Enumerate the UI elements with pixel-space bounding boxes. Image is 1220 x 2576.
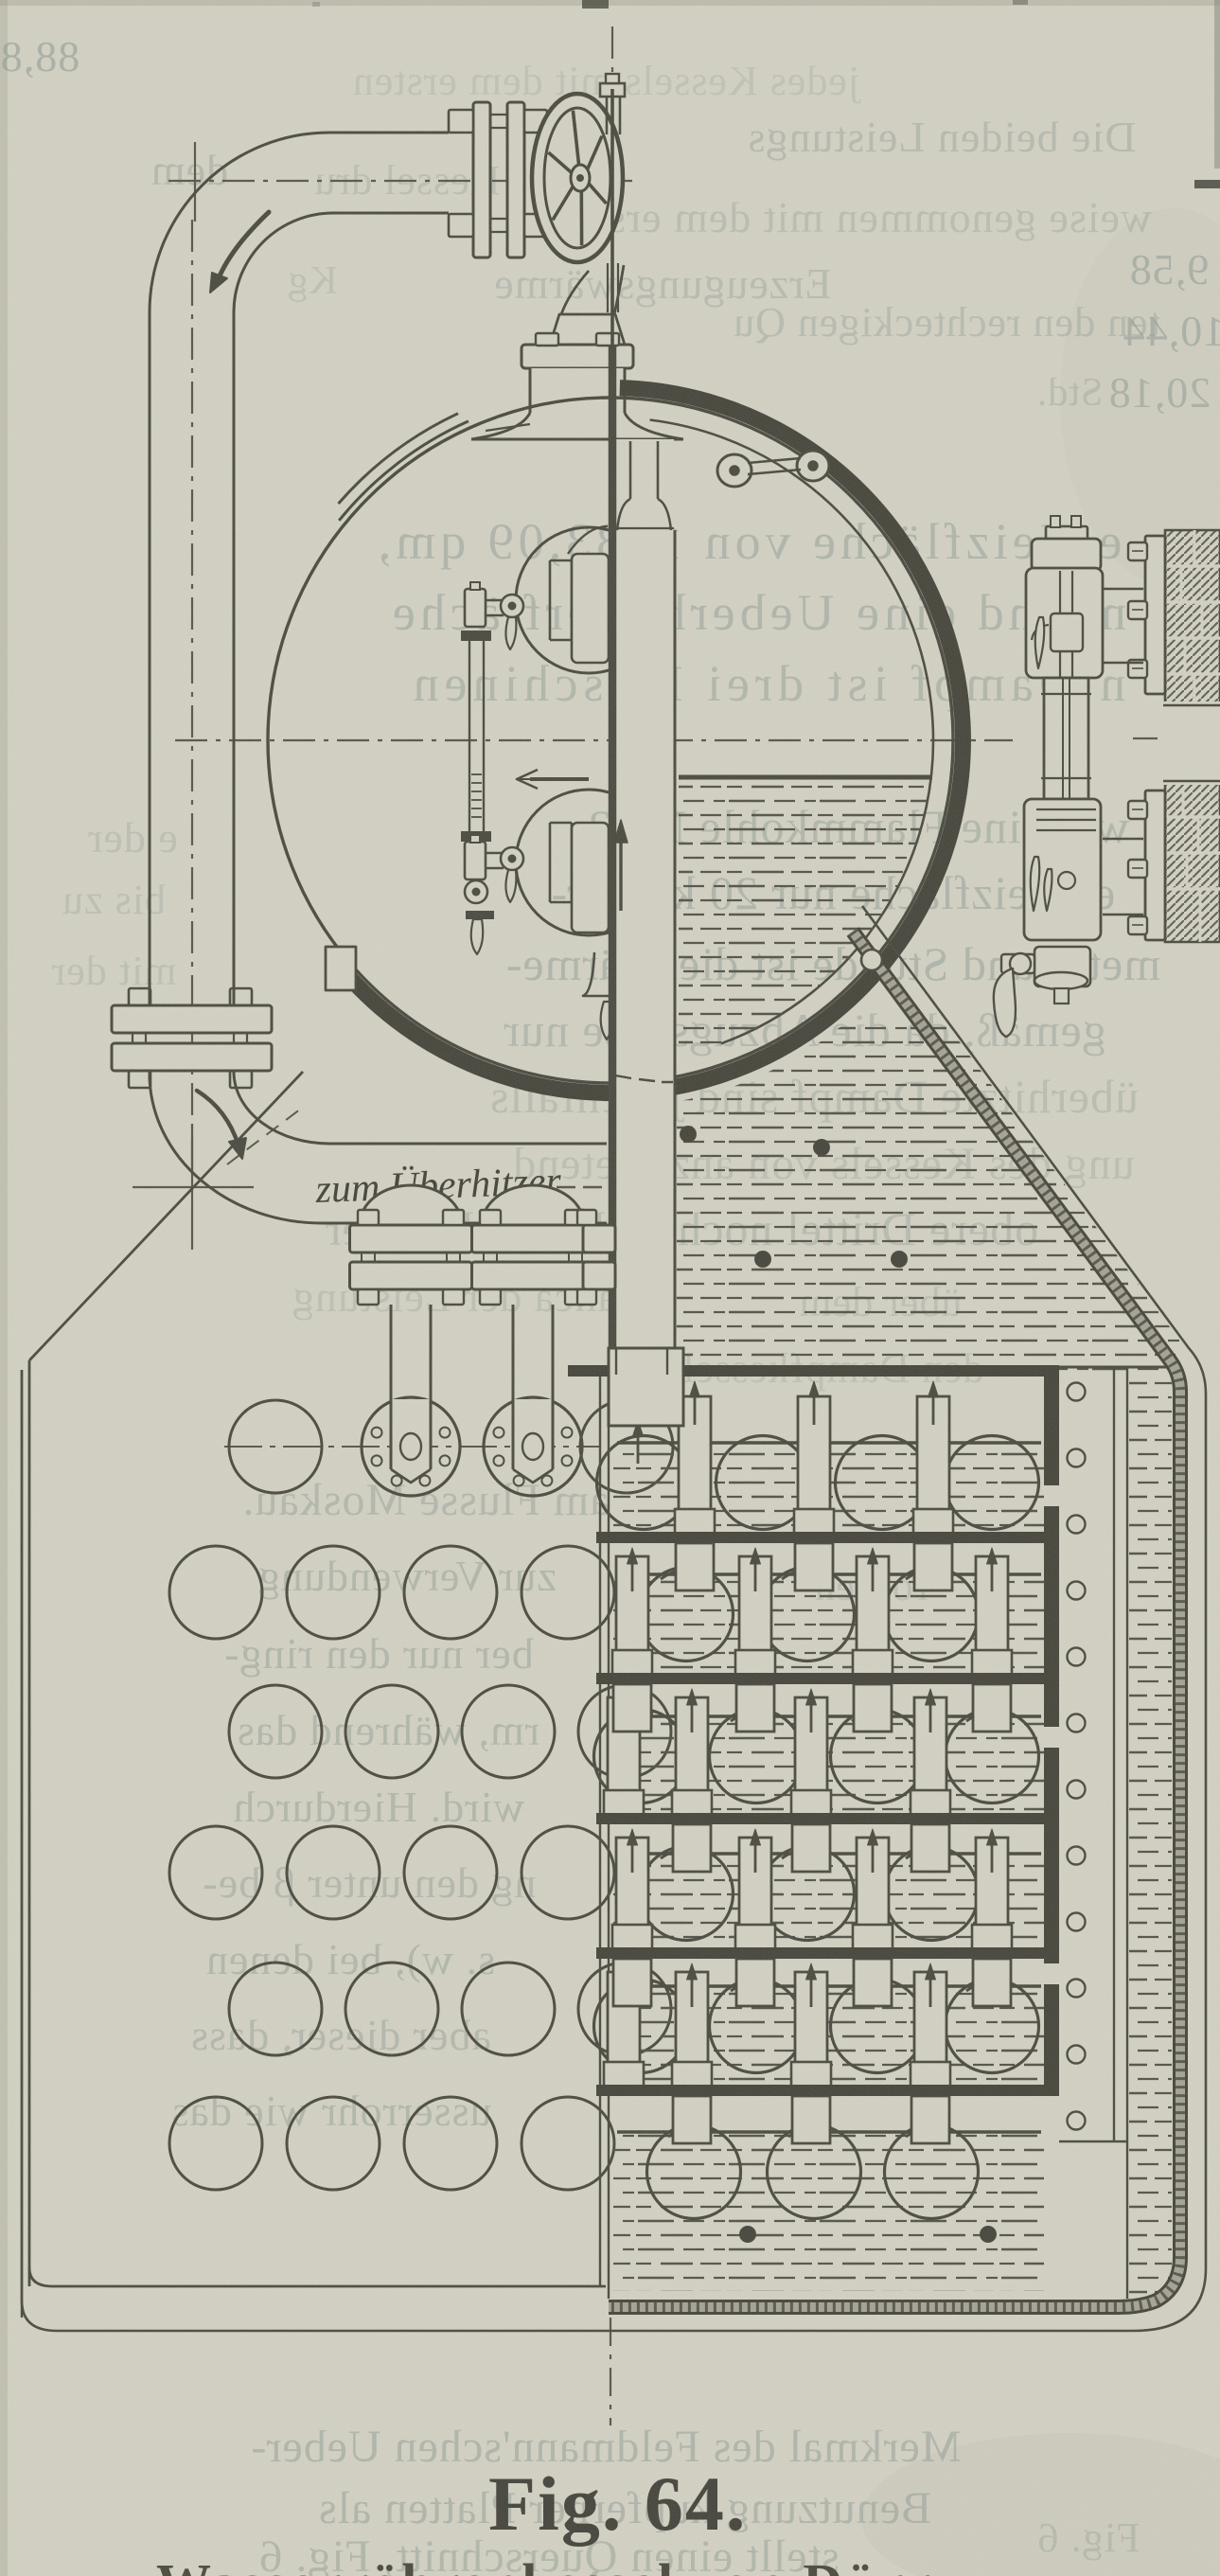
svg-text:stellt einen Querschnitt, Fig.: stellt einen Querschnitt, Fig. 6	[258, 2532, 839, 2576]
svg-text:88,88: 88,88	[0, 32, 80, 80]
svg-text:aber dieser, dass: aber dieser, dass	[190, 2011, 491, 2059]
svg-text:Fig. 64.: Fig. 64.	[488, 2461, 747, 2547]
svg-text:e der: e der	[87, 813, 178, 862]
svg-text:Die beiden Leistungs: Die beiden Leistungs	[748, 113, 1137, 161]
svg-text:20,18: 20,18	[1108, 368, 1211, 417]
svg-text:am Flusse Moskau.: am Flusse Moskau.	[242, 1475, 610, 1525]
svg-text:Fig. 6: Fig. 6	[1037, 2514, 1140, 2561]
svg-text:Merkmal des Feldmann'schen Ueb: Merkmal des Feldmann'schen Ueber-	[250, 2422, 961, 2472]
svg-text:wird. Hierdurch: wird. Hierdurch	[233, 1783, 525, 1831]
svg-text:Benutzung kupferner Platten al: Benutzung kupferner Platten als	[318, 2483, 931, 2533]
svg-text:m und eine Ueberhitzerfläche: m und eine Ueberhitzerfläche	[388, 584, 1126, 641]
svg-text:n Dampf ist drei Maschinen: n Dampf ist drei Maschinen	[408, 655, 1126, 712]
svg-text:dem: dem	[150, 146, 228, 194]
svg-text:9,58: 9,58	[1129, 245, 1210, 293]
svg-text:Kg: Kg	[287, 259, 337, 303]
svg-text:mit der: mit der	[51, 948, 177, 994]
svg-text:ng den unter β be-: ng den unter β be-	[202, 1858, 536, 1907]
svg-text:rm, während das: rm, während das	[237, 1706, 539, 1754]
svg-text:Wasserröhrenkessel von Dürr: Wasserröhrenkessel von Dürr	[156, 2552, 933, 2576]
svg-text:weise genommen mit dem ersten: weise genommen mit dem ersten	[552, 193, 1153, 241]
svg-text:ber nur den ring-: ber nur den ring-	[223, 1629, 533, 1678]
svg-text:ten den rechteckigen Qu: ten den rechteckigen Qu	[733, 299, 1160, 346]
svg-text:e Heizfläche von 1083,09 qm,: e Heizfläche von 1083,09 qm,	[374, 513, 1123, 570]
svg-text:s. w), bei denen: s. w), bei denen	[205, 1935, 495, 1983]
svg-text:Erzeugungswärme: Erzeugungswärme	[493, 259, 831, 308]
svg-text:Std.: Std.	[1036, 371, 1104, 415]
svg-text:usserrohr wie das: usserrohr wie das	[171, 2087, 492, 2135]
svg-text:10,44: 10,44	[1123, 307, 1220, 355]
